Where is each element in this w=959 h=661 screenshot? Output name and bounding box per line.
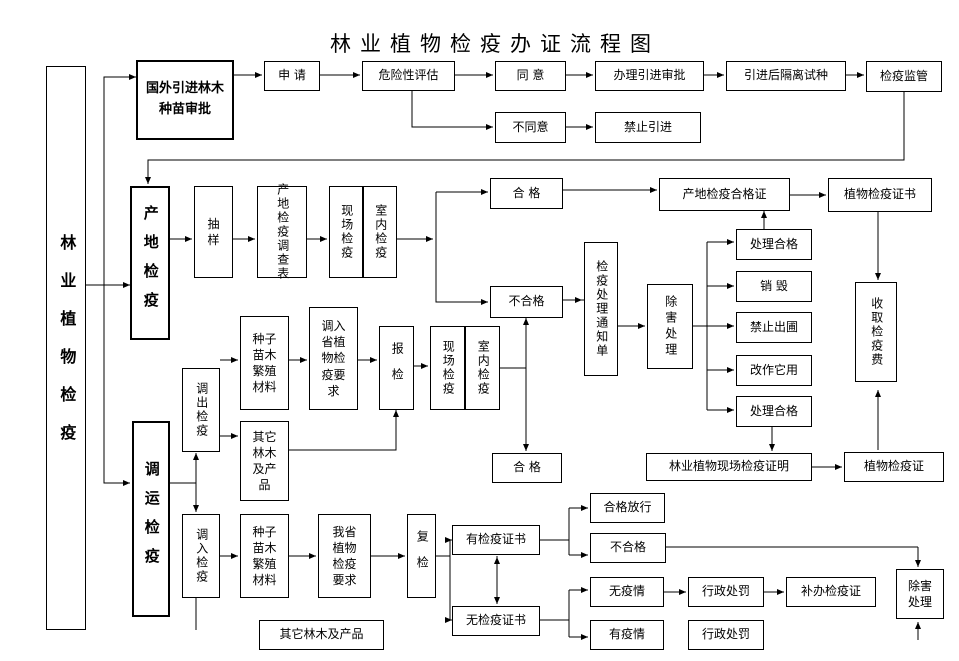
node-survey: 产地检疫调查表: [257, 183, 307, 281]
node-fail1: 不合格: [490, 286, 563, 318]
node-plant-cert2: 植物检疫证: [844, 452, 944, 482]
node-pest: 除害处理: [647, 284, 693, 369]
node-destroy: 销 毁: [736, 271, 812, 302]
node-no-cert: 无检疫证书: [452, 606, 540, 636]
node-ban: 禁止引进: [595, 112, 701, 143]
node-release: 合格放行: [590, 493, 665, 523]
node-disagree: 不同意: [495, 112, 566, 143]
node-risk: 危险性评估: [362, 61, 455, 91]
node-lab2: 室内检疫: [465, 326, 500, 410]
node-in: 调入检疫: [182, 514, 220, 598]
node-main: 林业植物检疫: [46, 66, 86, 630]
node-recheck: 复检: [407, 514, 436, 598]
node-apply: 申 请: [264, 61, 320, 91]
node-out: 调出检疫: [182, 368, 220, 452]
node-report: 报检: [379, 326, 414, 410]
node-transport: 调运检疫: [132, 421, 170, 617]
node-has-pest: 有疫情: [590, 620, 664, 650]
node-supervise: 检疫监管: [866, 61, 942, 92]
node-plant-cert1: 植物检疫证书: [828, 178, 932, 212]
node-treat-ok2: 处理合格: [736, 396, 812, 427]
node-no-pest: 无疫情: [590, 577, 664, 607]
node-field2: 现场检疫: [430, 326, 465, 410]
node-fee: 收取检疫费: [855, 282, 897, 382]
node-pass1: 合 格: [490, 178, 563, 209]
node-reissue: 补办检疫证: [786, 577, 876, 607]
page-title: 林业植物检疫办证流程图: [330, 32, 660, 56]
node-req2: 我省植物检疫要求: [318, 514, 371, 598]
node-penalty1: 行政处罚: [688, 577, 764, 607]
node-seed2: 种子苗木繁殖材料: [240, 514, 289, 598]
node-field-cert: 林业植物现场检疫证明: [646, 453, 812, 481]
node-reuse: 改作它用: [736, 355, 812, 386]
node-field1: 现场检疫: [329, 186, 363, 278]
node-approve: 办理引进审批: [595, 61, 704, 91]
node-sample: 抽 样: [194, 186, 233, 278]
node-treat-ok1: 处理合格: [736, 229, 812, 260]
node-ban-out: 禁止出圃: [736, 312, 812, 343]
node-origin-cert: 产地检疫合格证: [659, 178, 790, 211]
node-pest2: 除害处理: [896, 569, 944, 619]
node-lab1: 室内检疫: [363, 186, 397, 278]
node-other2: 其它林木及产品: [259, 620, 384, 650]
node-agree: 同 意: [495, 61, 566, 91]
node-origin: 产地检疫: [130, 186, 170, 340]
node-req1: 调入省植物检疫要求: [309, 307, 358, 410]
node-notice: 检疫处理通知单: [584, 242, 618, 376]
node-intro: 国外引进林木种苗审批: [136, 60, 234, 140]
node-trial: 引进后隔离试种: [726, 61, 846, 91]
node-has-cert: 有检疫证书: [452, 525, 540, 555]
node-fail2: 不合格: [590, 533, 666, 563]
node-other1: 其它林木及产品: [240, 421, 289, 501]
node-seed1: 种子苗木繁殖材料: [240, 316, 289, 410]
node-pass2: 合 格: [492, 453, 562, 483]
node-penalty2: 行政处罚: [688, 620, 764, 650]
